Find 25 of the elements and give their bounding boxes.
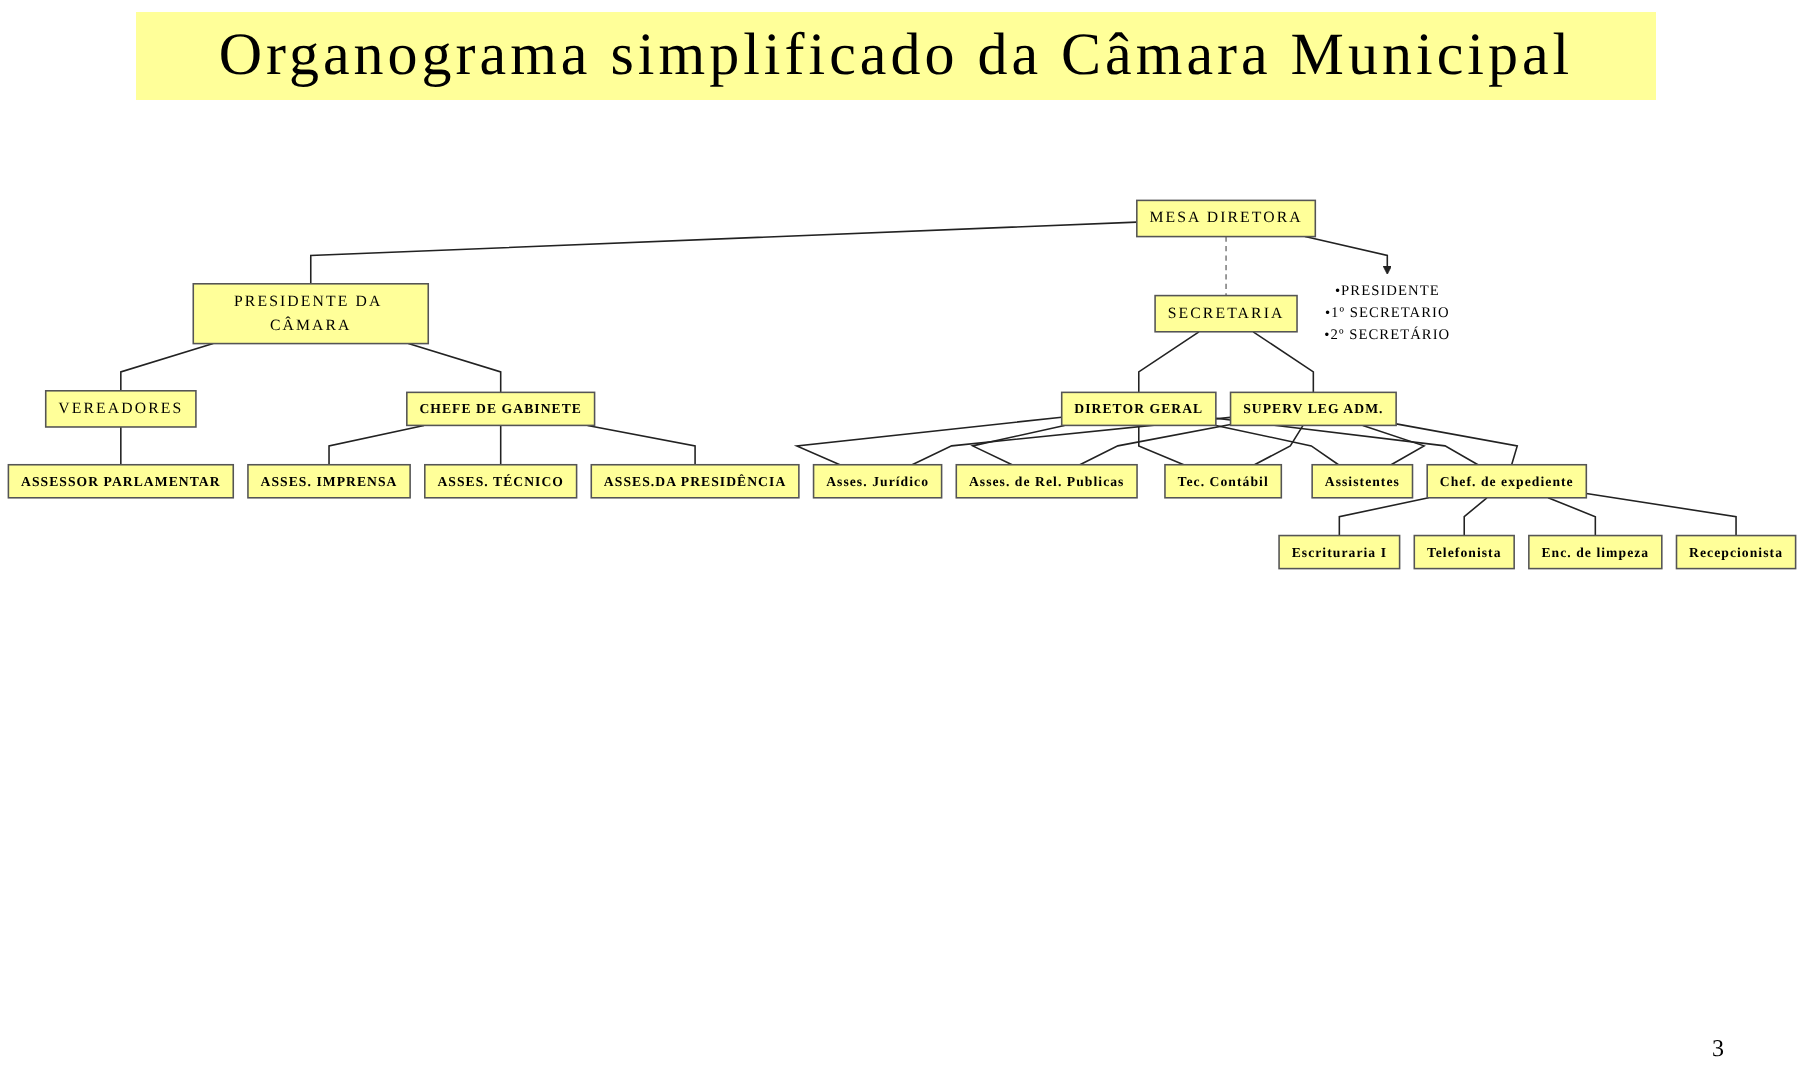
- connector: [1252, 331, 1315, 394]
- connector: [328, 424, 425, 466]
- connector: [499, 424, 502, 466]
- page-number: 3: [1712, 1034, 1724, 1062]
- connector: [793, 416, 1063, 466]
- connector: [1362, 424, 1426, 466]
- connector: [1215, 424, 1340, 466]
- connector: [1463, 497, 1488, 537]
- connector: [1079, 423, 1232, 466]
- connector: [1225, 235, 1227, 297]
- connector: [1395, 423, 1519, 466]
- connector: [1253, 424, 1304, 466]
- connector: [309, 221, 1138, 285]
- arrow: [1304, 235, 1392, 275]
- connector: [970, 424, 1066, 466]
- connector: [407, 342, 502, 394]
- connector: [1138, 424, 1185, 466]
- connector: [586, 424, 696, 466]
- connector: [1138, 331, 1200, 394]
- connector: [120, 342, 214, 392]
- connector: [1547, 497, 1597, 537]
- connector: [1338, 497, 1430, 537]
- title-banner: Organograma simplificado da Câmara Municipal: [136, 12, 1656, 100]
- connector: [1585, 492, 1737, 537]
- connector: [120, 426, 122, 466]
